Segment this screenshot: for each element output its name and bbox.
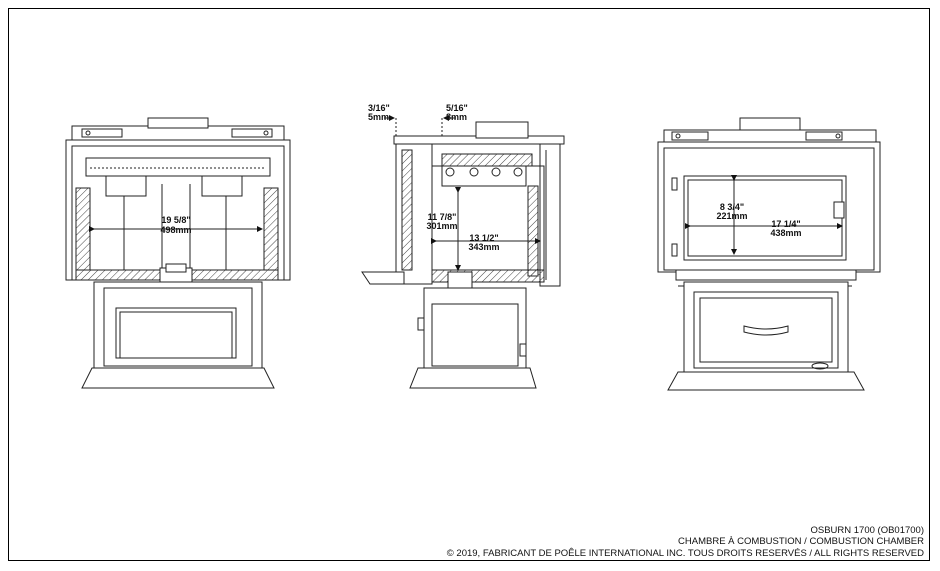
drawing-frame bbox=[8, 8, 930, 561]
side-cutaway-view bbox=[361, 115, 565, 389]
model-label: OSBURN 1700 (OB01700) bbox=[810, 524, 924, 536]
side-gap-right-mm: 8mm bbox=[446, 112, 467, 122]
front-width-in: 19 5/8" bbox=[161, 215, 190, 225]
side-gap-right-in: 5/16" bbox=[446, 103, 468, 113]
exterior-glass-width-in: 17 1/4" bbox=[771, 219, 800, 229]
side-height-in: 11 7/8" bbox=[428, 212, 457, 222]
copyright-notice: © 2019, FABRICANT DE POÊLE INTERNATIONAL… bbox=[446, 547, 924, 559]
side-depth-in: 13 1/2" bbox=[469, 233, 498, 243]
front-width-mm: 498mm bbox=[160, 225, 191, 235]
exterior-glass-height-mm: 221mm bbox=[716, 211, 747, 221]
side-gap-left-mm: 5mm bbox=[368, 112, 389, 122]
side-gap-left-in: 3/16" bbox=[368, 103, 390, 113]
exterior-glass-height-in: 8 3/4" bbox=[720, 202, 744, 212]
front-cutaway-view bbox=[65, 117, 291, 389]
drawing-title: CHAMBRE À COMBUSTION / COMBUSTION CHAMBE… bbox=[678, 536, 924, 547]
title-block: OSBURN 1700 (OB01700) CHAMBRE À COMBUSTI… bbox=[447, 525, 924, 560]
side-height-mm: 301mm bbox=[426, 221, 457, 231]
exterior-glass-width-mm: 438mm bbox=[770, 228, 801, 238]
front-exterior-view bbox=[657, 117, 881, 391]
side-depth-mm: 343mm bbox=[468, 242, 499, 252]
